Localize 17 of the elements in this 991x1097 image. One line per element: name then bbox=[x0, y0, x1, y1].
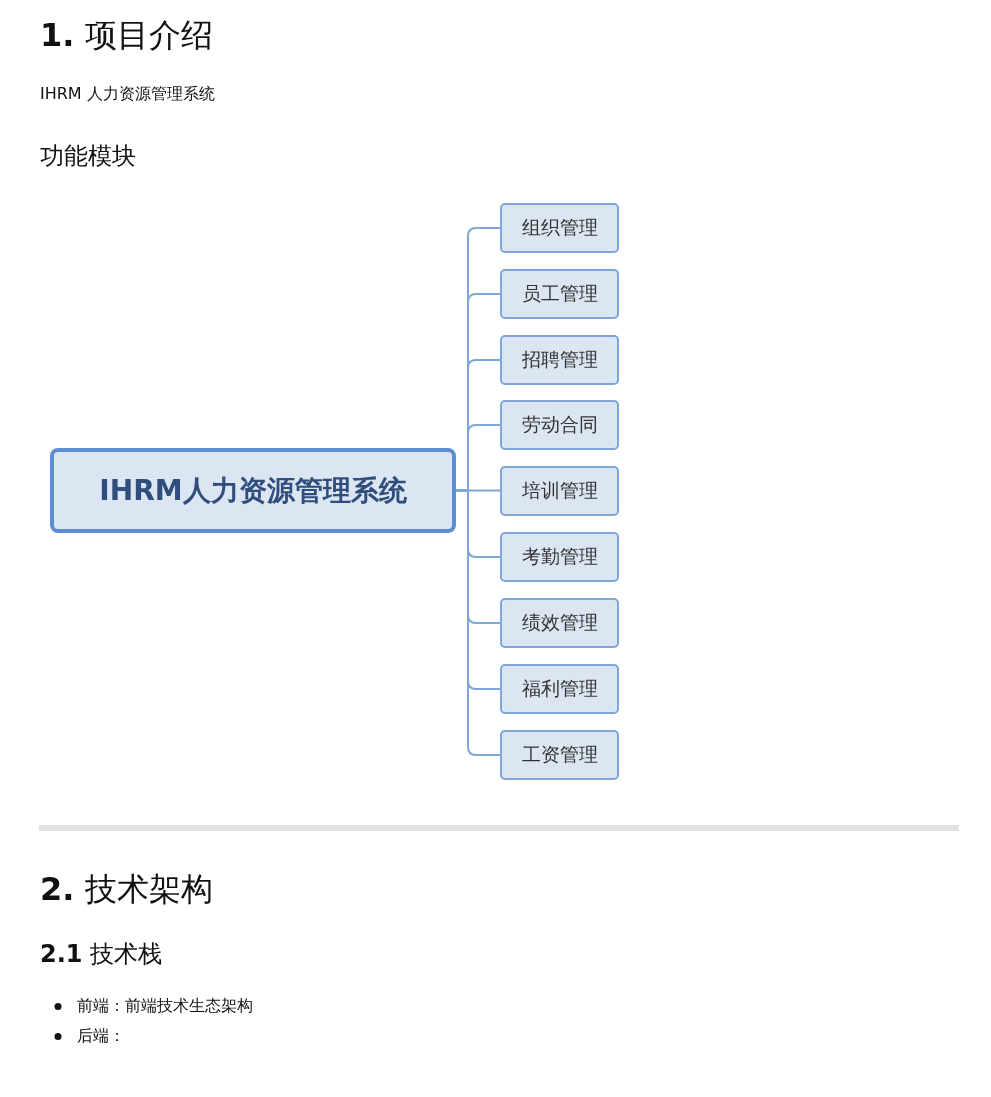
root-box: IHRM人力资源管理系统 bbox=[50, 448, 456, 533]
module-box: 招聘管理 bbox=[500, 335, 619, 385]
module-box: 绩效管理 bbox=[500, 598, 619, 648]
module-box: 组织管理 bbox=[500, 203, 619, 253]
module-box: 福利管理 bbox=[500, 664, 619, 714]
bullet-text: 前端：前端技术生态架构 bbox=[77, 996, 253, 1017]
module-box: 员工管理 bbox=[500, 269, 619, 319]
section-heading: 2. 技术架构 bbox=[40, 869, 213, 910]
module-box: 劳动合同 bbox=[500, 400, 619, 450]
subsection-heading: 功能模块 bbox=[40, 141, 136, 172]
module-box: 考勤管理 bbox=[500, 532, 619, 582]
subtitle-text: IHRM 人力资源管理系统 bbox=[40, 84, 215, 105]
section-heading: 1. 项目介绍 bbox=[40, 15, 213, 56]
subsection-heading: 2.1 技术栈 bbox=[40, 939, 163, 970]
bullet-text: 后端： bbox=[77, 1026, 125, 1047]
module-box: 工资管理 bbox=[500, 730, 619, 780]
module-box: 培训管理 bbox=[500, 466, 619, 516]
